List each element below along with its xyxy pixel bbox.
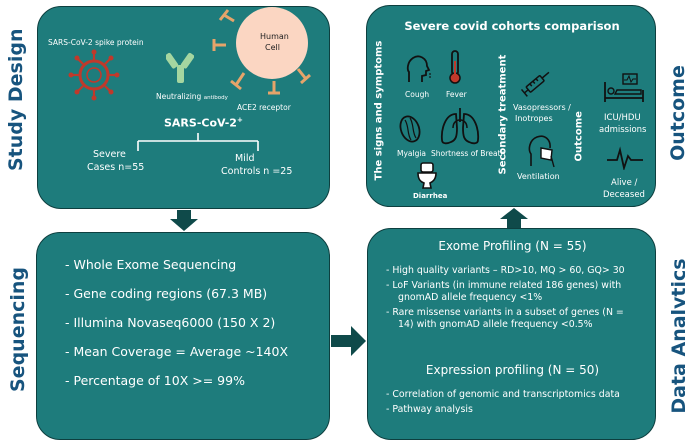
outcome-panel: Severe covid cohorts comparison The sign… [366, 5, 656, 207]
data-analytics-panel: Exome Profiling (N = 55) - High quality … [367, 228, 656, 440]
expression-item: - Correlation of genomic and transcripto… [386, 389, 620, 400]
exome-item: - Rare missense variants in a subset of … [386, 307, 624, 330]
cases-label: Cases n=55 [87, 162, 145, 173]
antibody-suffix: antibody [203, 95, 228, 101]
data-analytics-label: Data Analytics [668, 258, 685, 414]
human-cell-label-2: Cell [265, 43, 280, 52]
controls-label: Controls n =25 [221, 166, 293, 177]
vasopressors-label-2: Inotropes [515, 114, 553, 123]
expression-item: - Pathway analysis [386, 404, 473, 415]
exome-item: - LoF Variants (in immune related 186 ge… [386, 280, 622, 303]
lungs-icon [440, 108, 480, 145]
arrow-down [170, 210, 198, 231]
exome-title: Exome Profiling (N = 55) [438, 239, 587, 253]
sequencing-item: - Percentage of 10X >= 99% [65, 373, 245, 388]
sequencing-label: Sequencing [7, 266, 29, 392]
heartbeat-icon [607, 146, 643, 170]
human-cell-label-1: Human [260, 32, 289, 41]
mild-label: Mild [235, 153, 255, 164]
human-cell-icon [212, 7, 311, 95]
arrow-right [331, 326, 366, 356]
outcome-title: Severe covid cohorts comparison [404, 19, 620, 33]
icu-label-1: ICU/HDU [604, 113, 641, 123]
sequencing-item: - Mean Coverage = Average ~140X [65, 344, 289, 359]
expression-list: - Correlation of genomic and transcripto… [386, 389, 646, 419]
alive-label-2: Deceased [603, 190, 645, 200]
fever-label: Fever [446, 90, 467, 99]
icu-label-2: admissions [599, 125, 647, 135]
signs-label: The signs and symptoms [373, 40, 385, 181]
cough-icon [406, 55, 431, 82]
antibody-icon [166, 52, 194, 83]
outcome-side-label: Outcome [573, 111, 585, 162]
ace2-label: ACE2 receptor [237, 103, 291, 112]
ventilation-mask-icon [528, 135, 555, 168]
hospital-bed-icon [604, 73, 644, 102]
outcome-label: Outcome [667, 65, 685, 161]
virus-name: SARS-CoV-2 [164, 116, 237, 130]
cough-label: Cough [405, 90, 430, 99]
sequencing-item: - Illumina Novaseq6000 (150 X 2) [65, 315, 276, 330]
breath-label: Shortness of Breath [431, 149, 506, 158]
antibody-text: Neutralizing [156, 92, 202, 101]
diarrhea-label: Diarrhea [413, 192, 448, 200]
treatment-label: Secondary treatment [497, 54, 509, 175]
expression-title: Expression profiling (N = 50) [425, 363, 600, 377]
cohort-tree-lines [137, 133, 259, 151]
syringe-icon [520, 71, 550, 97]
alive-label-1: Alive / [611, 178, 638, 188]
sequencing-item: - Gene coding regions (67.3 MB) [65, 286, 268, 301]
virus-sup: + [236, 116, 243, 124]
myalgia-label: Myalgia [397, 149, 427, 158]
sequencing-panel: - Whole Exome Sequencing - Gene coding r… [36, 232, 330, 440]
antibody-label: Neutralizing antibody [156, 92, 228, 101]
muscle-icon [399, 115, 421, 143]
ventilation-label: Ventilation [517, 172, 560, 181]
sequencing-list: - Whole Exome Sequencing - Gene coding r… [65, 257, 288, 402]
exome-item: - High quality variants – RD>10, MQ > 60… [386, 265, 625, 276]
virus-label: SARS-CoV-2+ [164, 116, 243, 130]
severe-label: Severe [93, 149, 126, 160]
thermometer-icon [449, 50, 461, 84]
exome-list: - High quality variants – RD>10, MQ > 60… [386, 265, 642, 334]
virus-icon [68, 49, 120, 101]
vasopressors-label-1: Vasopressors / [513, 103, 571, 112]
study-design-label: Study Design [5, 28, 27, 172]
arrow-up [500, 208, 528, 228]
toilet-icon [417, 162, 437, 189]
sequencing-item: - Whole Exome Sequencing [65, 257, 237, 272]
study-design-panel: SARS-CoV-2 spike protein Neutralizing an… [37, 6, 330, 209]
spike-protein-label: SARS-CoV-2 spike protein [48, 38, 144, 47]
